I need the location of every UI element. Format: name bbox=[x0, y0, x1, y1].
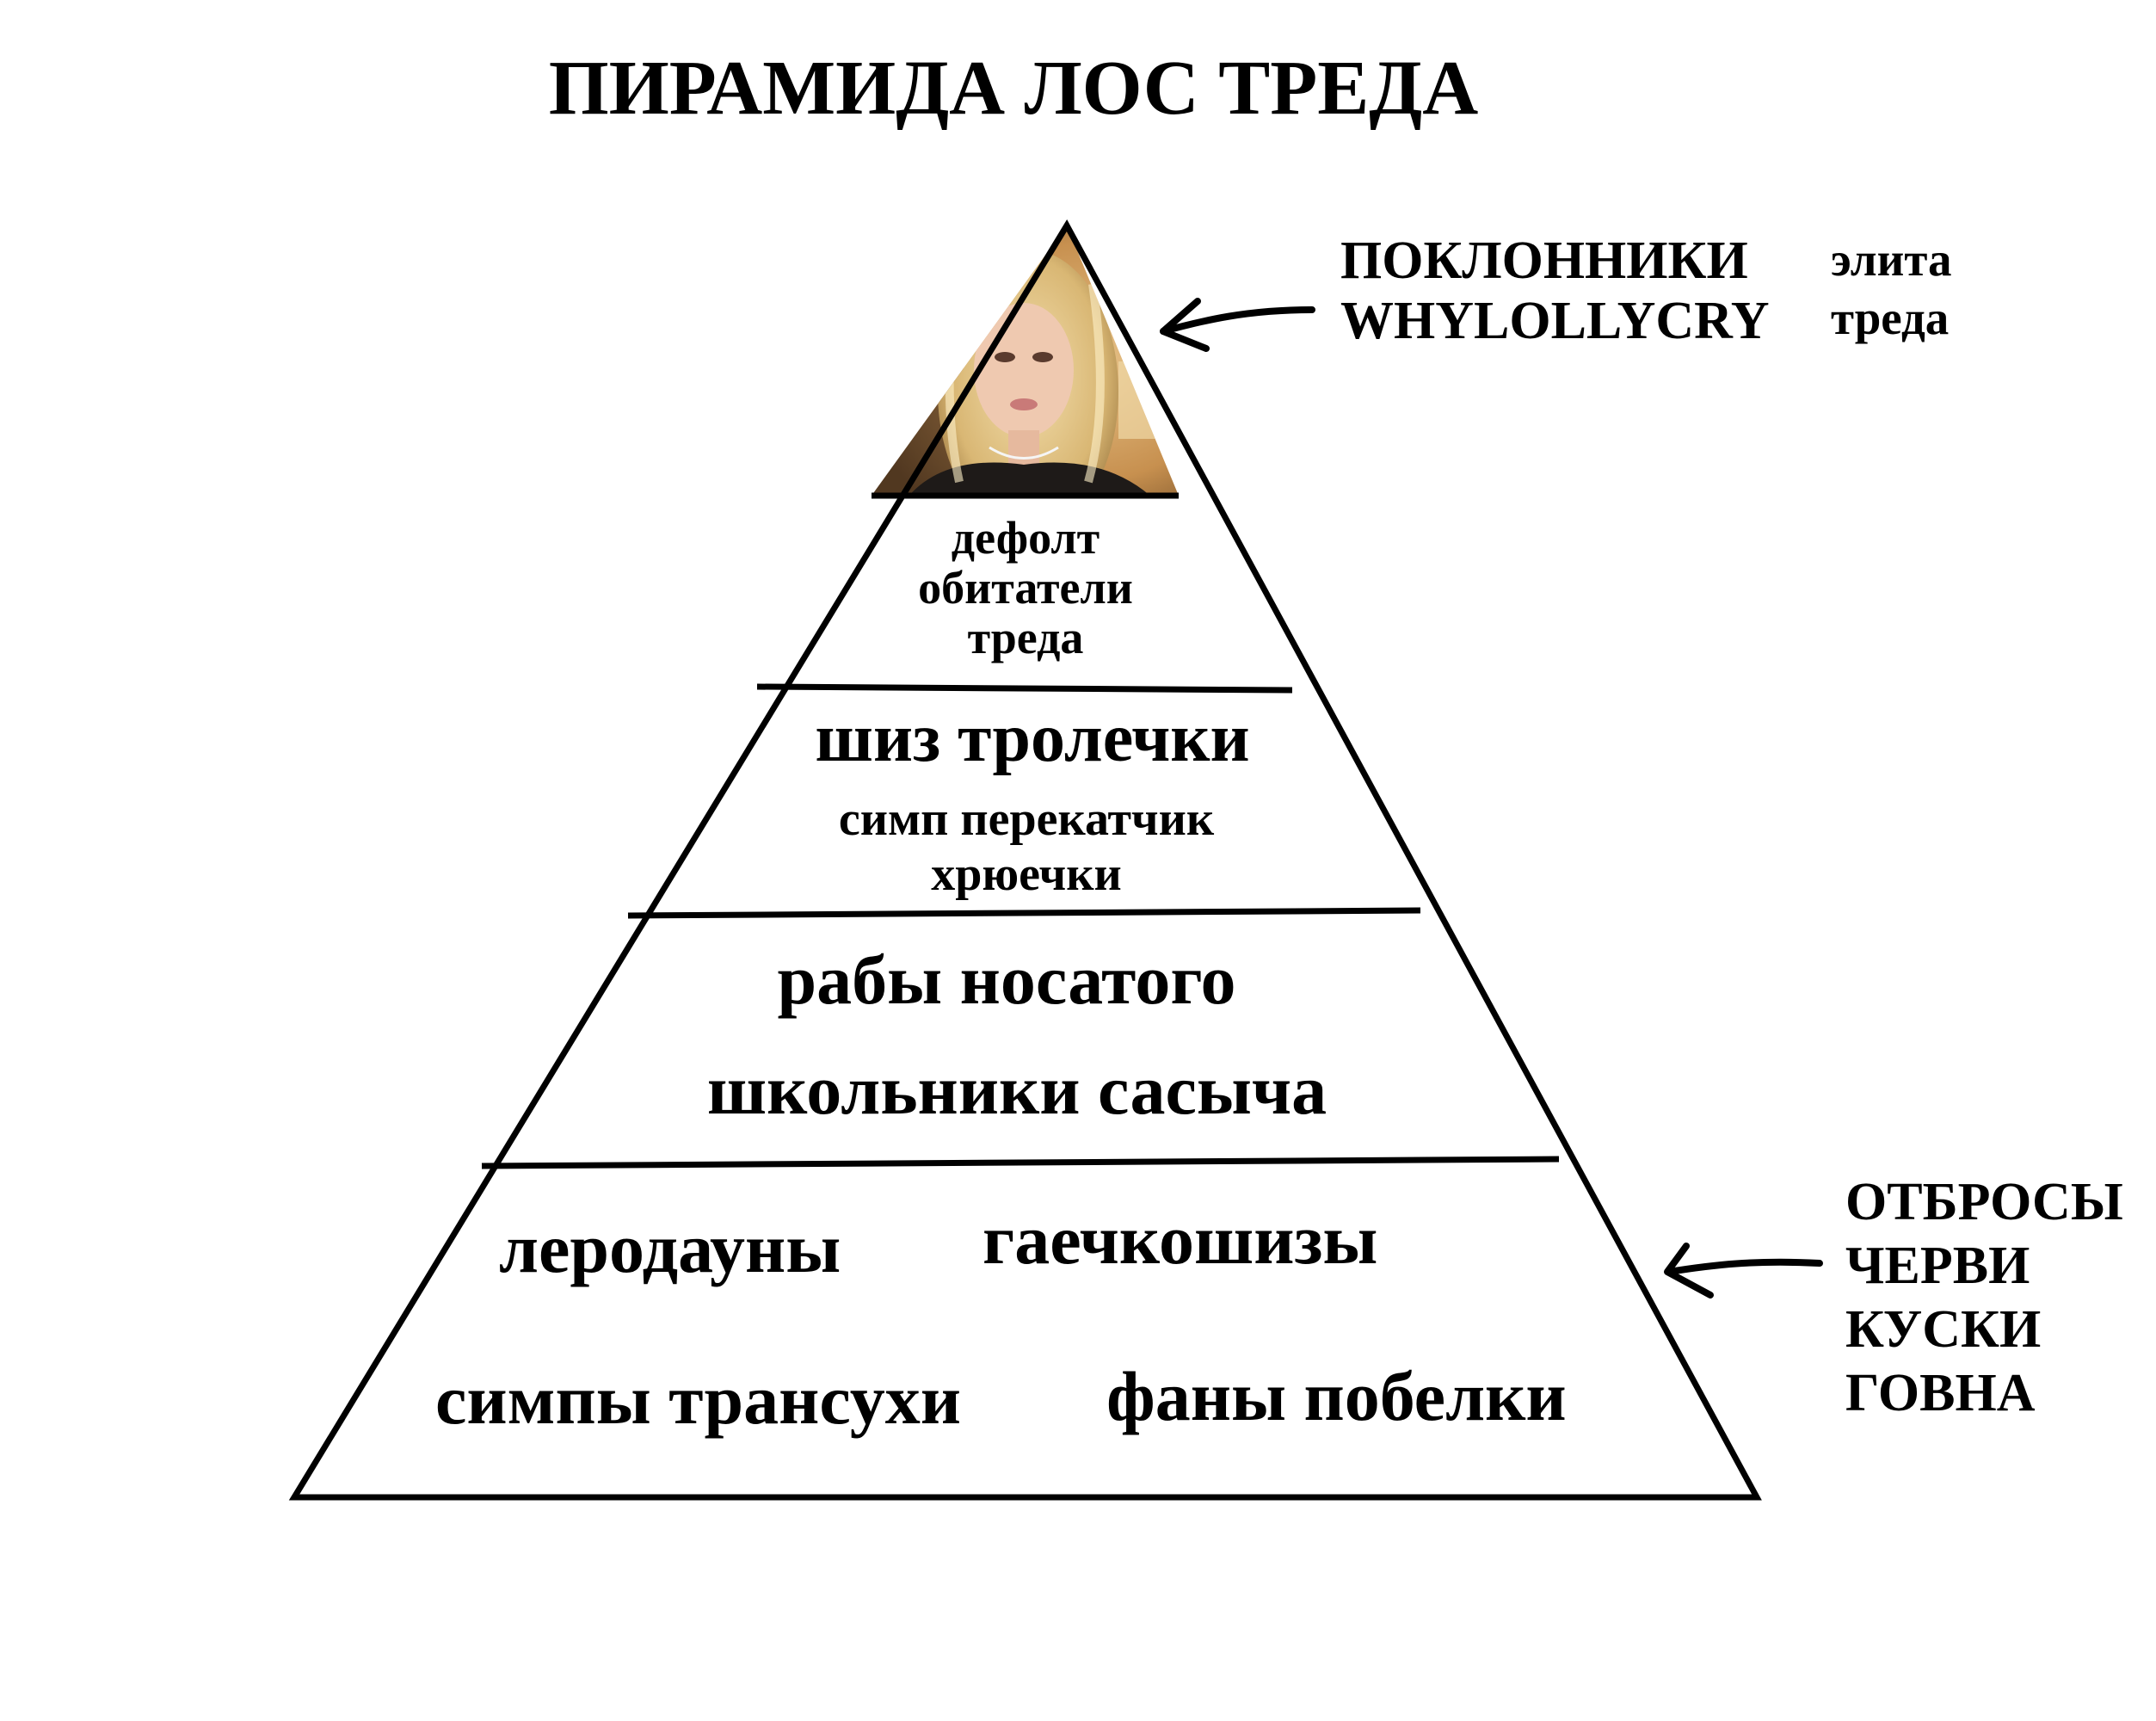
page-title: ПИРАМИДА ЛОС ТРЕДА bbox=[548, 46, 1479, 131]
top-tier-label: ПОКЛОННИКИ WHYLOLLYCRY bbox=[1340, 231, 1770, 351]
tier-third-items: симп перекатчик хрюечки bbox=[839, 792, 1214, 902]
arrow-left-icon bbox=[1160, 298, 1315, 352]
tier-item: леродауны bbox=[499, 1209, 841, 1287]
top-tier-note: элита треда bbox=[1831, 231, 1952, 348]
tier-text: рабы носатого bbox=[777, 941, 1236, 1019]
label-line: КУСКИ bbox=[1845, 1300, 2042, 1359]
bottom-tier-label: ОТБРОСЫ ЧЕРВИ КУСКИ ГОВНА bbox=[1845, 1170, 2123, 1425]
tier-default-dwellers: дефолт обитатели треда bbox=[918, 513, 1133, 663]
tier-divider bbox=[756, 683, 1293, 694]
tier-text: дефолт bbox=[951, 512, 1100, 564]
tier-item: гаечкошизы bbox=[983, 1200, 1378, 1279]
note-line: элита bbox=[1831, 233, 1952, 286]
tier-text: школьники сасыча bbox=[706, 1051, 1327, 1129]
note-line: треда bbox=[1831, 292, 1950, 344]
tier-text: хрюечки bbox=[931, 848, 1122, 901]
tier-heading: шиз тролечки bbox=[815, 700, 1250, 776]
label-line: ПОКЛОННИКИ bbox=[1340, 231, 1748, 290]
label-line: WHYLOLLYCRY bbox=[1340, 292, 1770, 350]
tier-text: симп перекатчик bbox=[838, 793, 1215, 846]
tier-divider bbox=[627, 907, 1421, 919]
label-line: ЧЕРВИ bbox=[1845, 1237, 2030, 1295]
tier-text: треда bbox=[967, 612, 1084, 663]
tier-divider bbox=[481, 1156, 1560, 1169]
label-line: ГОВНА bbox=[1845, 1364, 2036, 1422]
tier-item: симпы трансухи bbox=[435, 1360, 961, 1439]
arrow-left-icon bbox=[1664, 1243, 1823, 1298]
tier-text: обитатели bbox=[918, 562, 1133, 614]
label-line: ОТБРОСЫ bbox=[1845, 1173, 2123, 1231]
tier-item: фаны побелки bbox=[1106, 1357, 1567, 1435]
